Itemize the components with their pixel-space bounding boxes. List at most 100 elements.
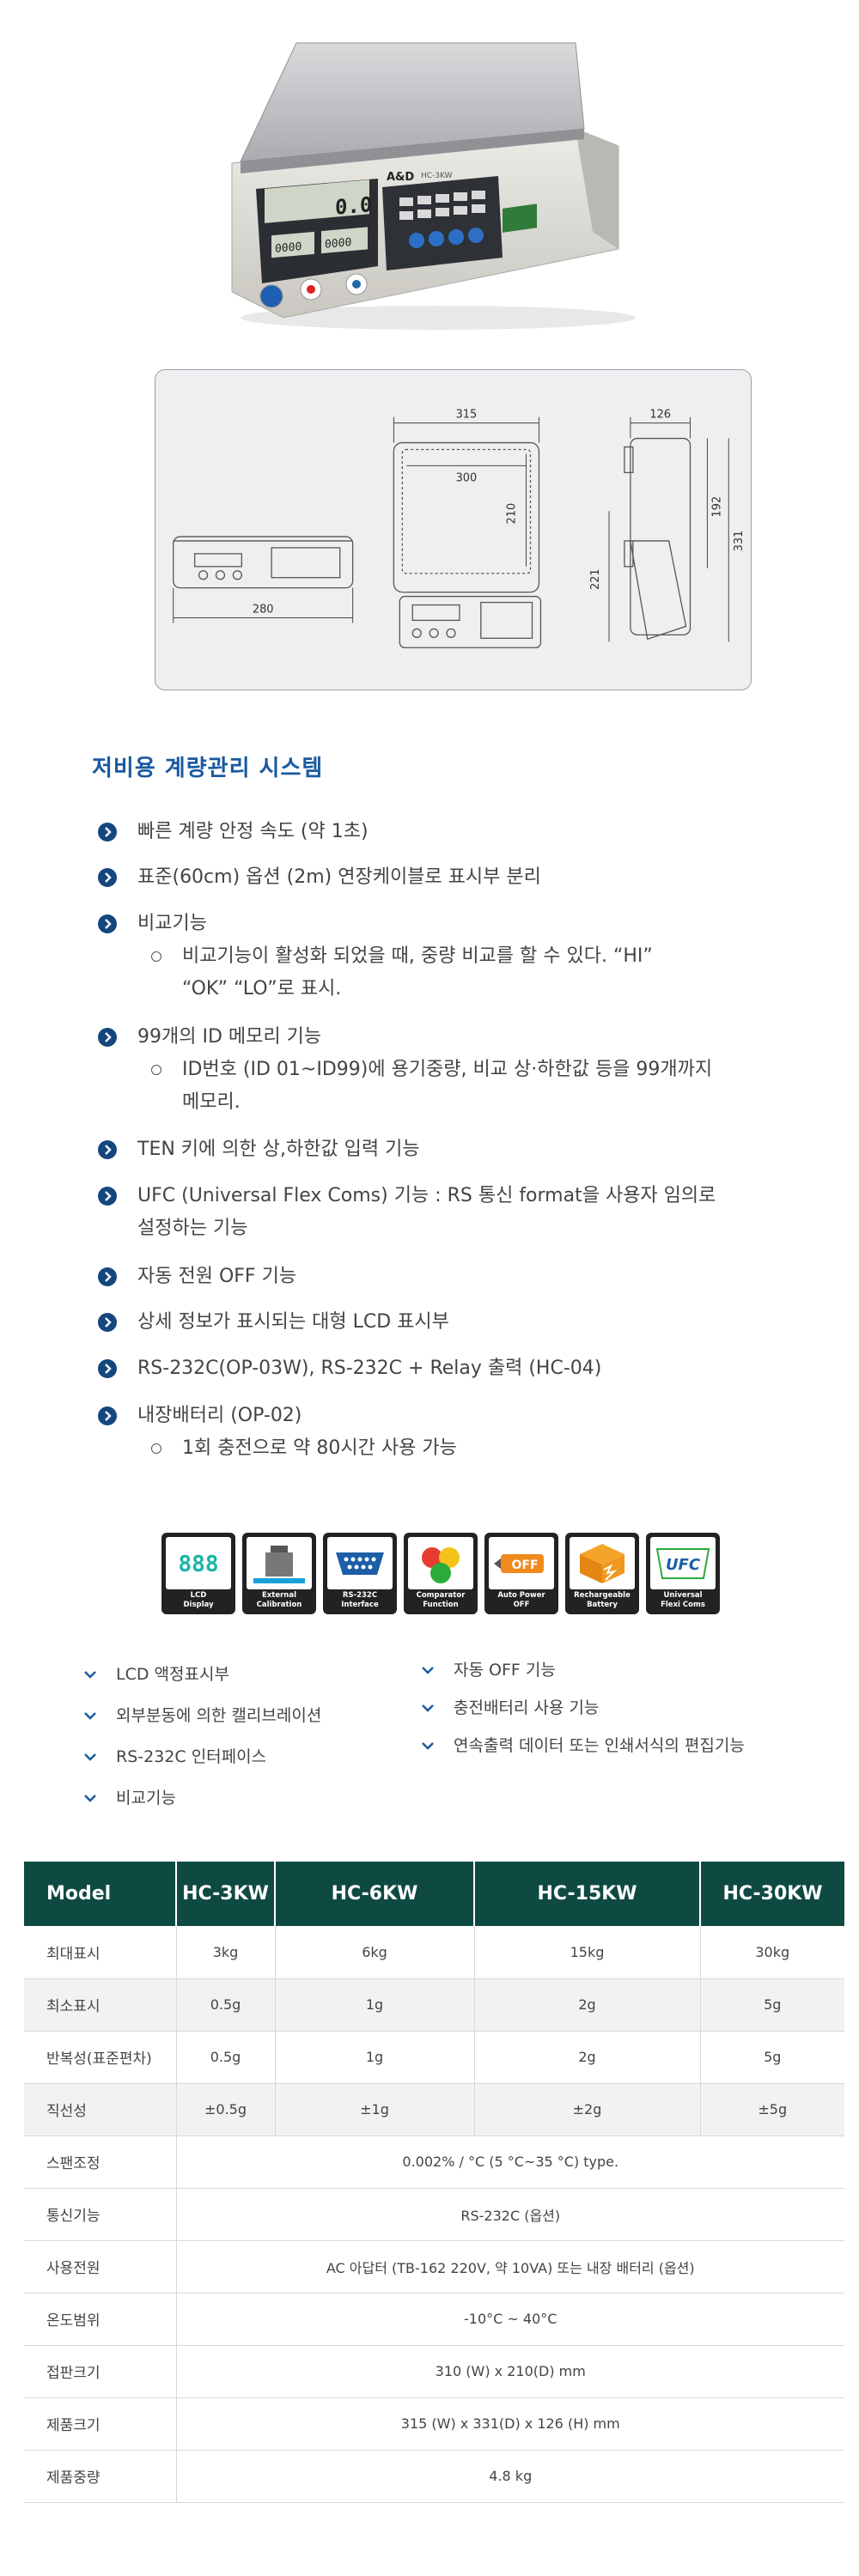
spec-label: 온도범위 <box>24 2293 177 2346</box>
chevron-right-icon <box>98 1140 117 1159</box>
feature-item: TEN 키에 의한 상,하한값 입력 기능 <box>94 1133 747 1166</box>
spec-row: 직선성 ±0.5g ±1g ±2g ±5g <box>24 2083 844 2136</box>
function-label: Auto Power OFF <box>497 1591 545 1609</box>
spec-label: 접판크기 <box>24 2345 177 2398</box>
spec-header-cell: HC-3KW <box>176 1862 276 1926</box>
spec-cell: 5g <box>700 2031 844 2084</box>
spec-cell: ±0.5g <box>176 2083 276 2136</box>
feature-item: 자동 전원 OFF 기능 <box>94 1261 747 1293</box>
spec-row: 스팬조정 0.002% / °C (5 °C~35 °C) type. <box>24 2136 844 2189</box>
feature-item: 표준(60cm) 옵션 (2m) 연장케이블로 표시부 분리 <box>94 861 747 894</box>
chevron-right-icon <box>98 1028 117 1047</box>
feature-text: 빠른 계량 안정 속도 (약 1초) <box>137 821 369 842</box>
spec-cell: 5g <box>700 1978 844 2032</box>
feature-item: 99개의 ID 메모리 기능 ID번호 (ID 01~ID99)에 용기중량, … <box>94 1021 747 1119</box>
spec-cell: 30kg <box>700 1926 844 1979</box>
chevron-right-icon <box>98 1187 117 1206</box>
feature-text: 상세 정보가 표시되는 대형 LCD 표시부 <box>137 1311 449 1333</box>
spec-cell: 0.5g <box>176 2031 276 2084</box>
feature-subitem: 비교기능이 활성화 되었을 때, 중량 비교를 할 수 있다. “HI” “OK… <box>137 940 747 1005</box>
feature-item: 내장배터리 (OP-02) 1회 충전으로 약 80시간 사용 가능 <box>94 1400 747 1465</box>
brand-logo: A&D <box>387 171 414 184</box>
feature-item: 비교기능 비교기능이 활성화 되었을 때, 중량 비교를 할 수 있다. “HI… <box>94 908 747 1005</box>
auto-power-off-icon: OFF Auto Power OFF <box>484 1533 558 1614</box>
spec-row: 제품중량 4.8 kg <box>24 2450 844 2503</box>
spec-label: 스팬조정 <box>24 2136 177 2189</box>
spec-cell: 1g <box>275 1978 475 2032</box>
short-feature-text: 연속출력 데이터 또는 인쇄서식의 편집기능 <box>454 1736 745 1755</box>
dim-height-a: 221 <box>589 568 602 590</box>
spec-cell: 0.5g <box>176 1978 276 2032</box>
function-label: External Calibration <box>256 1591 302 1609</box>
chevron-right-icon <box>98 1406 117 1425</box>
circle-bullet-icon <box>151 1443 161 1454</box>
spec-cell: ±1g <box>275 2083 475 2136</box>
chevron-right-icon <box>98 1267 117 1286</box>
spec-cell: ±2g <box>474 2083 701 2136</box>
feature-item: UFC (Universal Flex Coms) 기능 : RS 통신 for… <box>94 1180 747 1245</box>
short-feature-item: RS-232C 인터페이스 <box>82 1744 321 1785</box>
feature-item: 상세 정보가 표시되는 대형 LCD 표시부 <box>94 1306 747 1339</box>
rs232c-connector-icon: RS-232C Interface <box>323 1533 397 1614</box>
function-label: Universal Flexi Coms <box>661 1591 705 1609</box>
spec-header-cell: HC-15KW <box>474 1862 701 1926</box>
feature-subitem: ID번호 (ID 01~ID99)에 용기중량, 비교 상·하한값 등을 99개… <box>137 1054 747 1119</box>
spec-label: 제품크기 <box>24 2397 177 2451</box>
spec-row: 통신기능 RS-232C (옵션) <box>24 2188 844 2241</box>
chevron-down-icon <box>84 1671 96 1679</box>
feature-text: TEN 키에 의한 상,하한값 입력 기능 <box>137 1139 420 1160</box>
spec-cell: 0.002% / °C (5 °C~35 °C) type. <box>176 2136 844 2189</box>
spec-label: 반복성(표준편차) <box>24 2031 177 2084</box>
dim-front-w: 280 <box>253 603 274 616</box>
chevron-down-icon <box>422 1667 434 1674</box>
feature-subitem: 1회 충전으로 약 80시간 사용 가능 <box>137 1432 747 1465</box>
spec-row: 최소표시 0.5g 1g 2g 5g <box>24 1978 844 2032</box>
spec-row: 최대표시 3kg 6kg 15kg 30kg <box>24 1926 844 1979</box>
feature-text: 비교기능 <box>137 913 207 934</box>
dimension-drawing: 315 300 210 126 280 221 192 331 <box>155 369 752 690</box>
spec-label: 통신기능 <box>24 2188 177 2241</box>
short-feature-text: RS-232C 인터페이스 <box>116 1747 267 1766</box>
chevron-down-icon <box>422 1742 434 1750</box>
spec-cell: RS-232C (옵션) <box>176 2188 844 2241</box>
dim-depth-side: 126 <box>649 409 671 422</box>
feature-subtext: ID번호 (ID 01~ID99)에 용기중량, 비교 상·하한값 등을 99개… <box>182 1059 713 1113</box>
spec-cell: ±5g <box>700 2083 844 2136</box>
function-label: Comparator Function <box>416 1591 466 1609</box>
dim-platform-w: 300 <box>456 471 478 484</box>
photo-display-main: 0.0 <box>335 192 372 220</box>
spec-cell: 6kg <box>275 1926 475 1979</box>
feature-subtext: 1회 충전으로 약 80시간 사용 가능 <box>182 1437 457 1459</box>
spec-header-cell: HC-6KW <box>275 1862 475 1926</box>
circle-bullet-icon <box>151 1065 161 1075</box>
feature-text: UFC (Universal Flex Coms) 기능 : RS 통신 for… <box>137 1185 716 1239</box>
short-feature-text: 충전배터리 사용 기능 <box>454 1698 600 1717</box>
lcd-glyph: 888 <box>179 1552 219 1577</box>
battery-box-icon: Rechargeable Battery <box>565 1533 639 1614</box>
chevron-right-icon <box>98 1359 117 1378</box>
ufc-glyph: UFC <box>666 1556 701 1574</box>
spec-cell: -10°C ~ 40°C <box>176 2293 844 2346</box>
feature-text: RS-232C(OP-03W), RS-232C + Relay 출력 (HC-… <box>137 1358 602 1379</box>
spec-table: Model HC-3KW HC-6KW HC-15KW HC-30KW 최대표시… <box>24 1862 844 2503</box>
short-feature-text: LCD 액정표시부 <box>116 1665 229 1684</box>
short-feature-item: 외부분동에 의한 캘리브레이션 <box>82 1703 321 1744</box>
short-feature-item: LCD 액정표시부 <box>82 1662 321 1703</box>
spec-row: 반복성(표준편차) 0.5g 1g 2g 5g <box>24 2031 844 2084</box>
spec-header-cell: Model <box>24 1862 177 1926</box>
spec-row: 접판크기 310 (W) x 210(D) mm <box>24 2345 844 2398</box>
spec-label: 최대표시 <box>24 1926 177 1979</box>
spec-header-row: Model HC-3KW HC-6KW HC-15KW HC-30KW <box>24 1862 844 1926</box>
dim-height-b: 192 <box>710 496 723 518</box>
spec-cell: 1g <box>275 2031 475 2084</box>
feature-text: 자동 전원 OFF 기능 <box>137 1266 297 1287</box>
feature-item: RS-232C(OP-03W), RS-232C + Relay 출력 (HC-… <box>94 1352 747 1385</box>
short-feature-list-left: LCD 액정표시부 외부분동에 의한 캘리브레이션 RS-232C 인터페이스 … <box>82 1662 321 1826</box>
dim-height-c: 331 <box>733 531 746 552</box>
feature-text: 내장배터리 (OP-02) <box>137 1405 302 1426</box>
spec-cell: 315 (W) x 331(D) x 126 (H) mm <box>176 2397 844 2451</box>
short-feature-item: 자동 OFF 기능 <box>419 1657 745 1695</box>
model-badge: HC-3KW <box>421 172 453 180</box>
feature-list: 빠른 계량 안정 속도 (약 1초) 표준(60cm) 옵션 (2m) 연장케이… <box>94 816 747 1465</box>
spec-row: 사용전원 AC 아답터 (TB-162 220V, 약 10VA) 또는 내장 … <box>24 2240 844 2293</box>
